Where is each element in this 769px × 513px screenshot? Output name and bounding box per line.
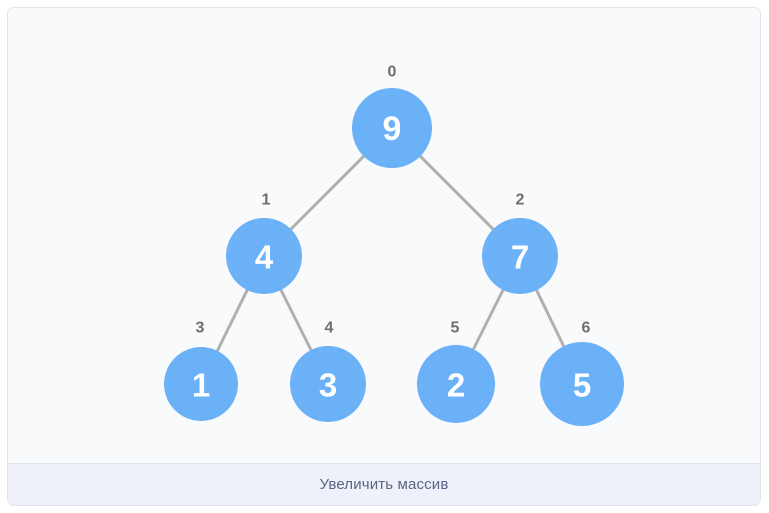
tree-node-index-label-3: 3 — [196, 320, 205, 337]
tree-node-circle-5[interactable] — [417, 345, 495, 423]
tree-node-circle-3[interactable] — [164, 347, 238, 421]
tree-node-circle-2[interactable] — [482, 218, 558, 294]
tree-node-circle-6[interactable] — [540, 342, 624, 426]
tree-node-index-label-6: 6 — [582, 320, 591, 337]
tree-node-index-label-4: 4 — [325, 320, 334, 337]
tree-node-value-5: 2 — [447, 367, 465, 404]
tree-node-index-label-5: 5 — [451, 320, 460, 337]
tree-node-index-label-2: 2 — [516, 192, 525, 209]
tree-node-0[interactable]: 09 — [352, 64, 432, 169]
tree-node-index-label-0: 0 — [388, 64, 397, 81]
tree-node-2[interactable]: 27 — [482, 192, 558, 295]
tree-node-4[interactable]: 43 — [290, 320, 366, 423]
tree-node-value-1: 4 — [255, 239, 274, 276]
tree-node-circle-0[interactable] — [352, 88, 432, 168]
increase-array-button[interactable]: Увеличить массив — [8, 463, 760, 505]
tree-node-6[interactable]: 65 — [540, 320, 624, 427]
tree-node-3[interactable]: 31 — [164, 320, 238, 422]
tree-node-value-3: 1 — [192, 367, 210, 404]
tree-node-1[interactable]: 14 — [226, 192, 302, 295]
tree-node-value-4: 3 — [319, 367, 337, 404]
tree-node-value-6: 5 — [573, 367, 591, 404]
tree-node-circle-4[interactable] — [290, 346, 366, 422]
tree-node-value-0: 9 — [383, 110, 402, 148]
increase-array-button-label: Увеличить массив — [319, 476, 449, 493]
tree-node-5[interactable]: 52 — [417, 320, 495, 424]
tree-node-circle-1[interactable] — [226, 218, 302, 294]
tree-node-index-label-1: 1 — [262, 192, 271, 209]
tree-node-value-2: 7 — [511, 239, 529, 276]
